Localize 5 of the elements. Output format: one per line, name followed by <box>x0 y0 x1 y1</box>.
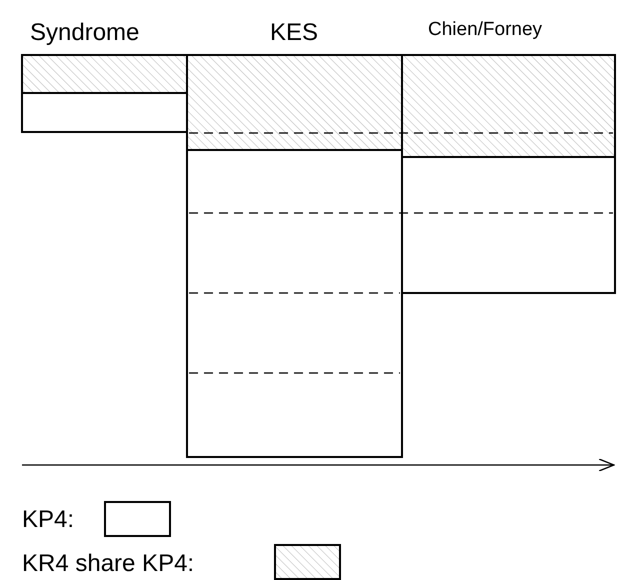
column-heading: Syndrome <box>30 21 140 45</box>
column-heading: Chien/Forney <box>428 20 542 39</box>
legend-label: KR4 share KP4: <box>22 552 194 576</box>
column-heading: KES <box>270 21 318 45</box>
legend-label: KP4: <box>22 508 74 532</box>
